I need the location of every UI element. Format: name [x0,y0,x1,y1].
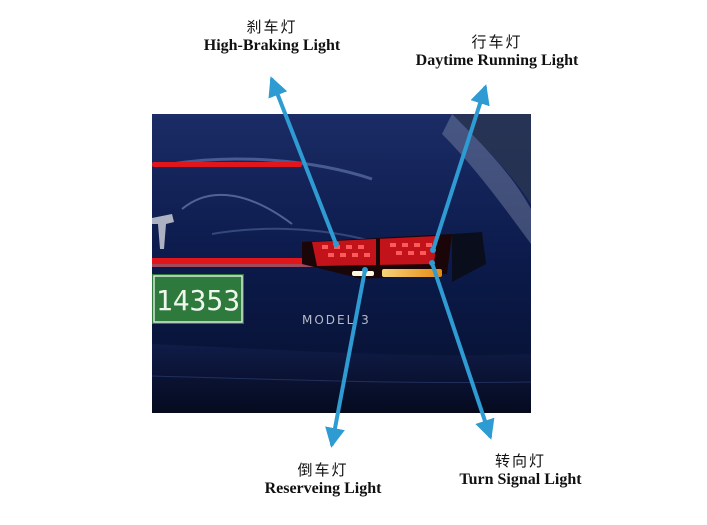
rear-light-bar-glow [152,264,372,267]
arrow-origin-dot [430,247,436,253]
label-reversing-light: 倒车灯 Reserveing Light [238,461,408,498]
label-high-braking-light: 刹车灯 High-Braking Light [182,18,362,55]
arrow-high-braking-light [268,76,338,246]
label-zh: 行车灯 [471,33,523,51]
trunk-gap [376,238,380,270]
label-en: Reserveing Light [264,480,382,497]
arrow-origin-dot [362,267,368,273]
label-zh: 倒车灯 [297,461,349,479]
label-daytime-running-light: 行车灯 Daytime Running Light [392,33,602,70]
turn-signal-light [382,269,442,277]
label-en: Daytime Running Light [415,52,579,69]
rear-window [152,114,531,204]
side-light-housing [452,232,486,282]
arrow-origin-dot [429,260,435,266]
body-reflection [181,193,293,225]
license-plate-number: 14353 [156,284,240,317]
license-plate-border [153,275,243,323]
model-badge: MODEL 3 [302,313,371,327]
car-taillight-photo: 14353 MODEL 3 [152,114,531,413]
taillight-led-grid [322,243,432,257]
arrow-origin-dot [333,241,339,247]
label-en: High-Braking Light [203,37,341,54]
high-braking-light-strip [152,162,302,167]
license-plate [152,274,244,324]
label-en: Turn Signal Light [459,471,582,488]
arrow-turn-signal-light [430,261,495,440]
body-reflection [171,157,373,181]
bumper-line [152,375,531,384]
arrow-daytime-running-light [431,84,490,252]
label-zh: 刹车灯 [246,18,298,36]
label-zh: 转向灯 [494,452,546,470]
rear-bumper [152,344,531,413]
tesla-logo [152,214,174,249]
arrow-reversing-light [325,268,367,448]
label-turn-signal-light: 转向灯 Turn Signal Light [438,452,603,489]
rear-light-bar [152,258,372,264]
